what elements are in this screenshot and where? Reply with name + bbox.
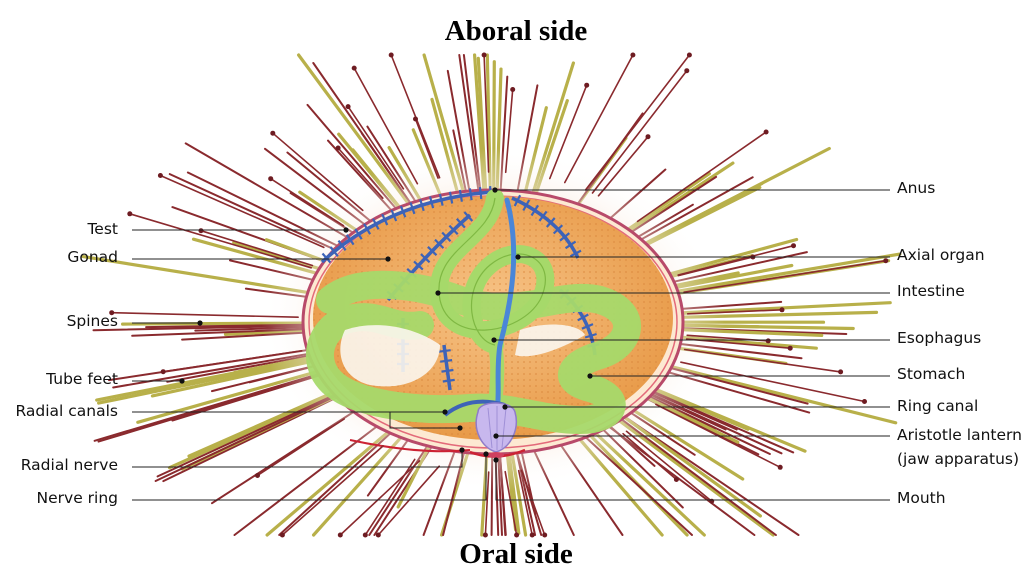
- label-test: Test: [87, 221, 118, 239]
- tube-foot: [130, 214, 311, 268]
- tube-foot-tip: [338, 533, 343, 538]
- dot-nerve-ring: [483, 451, 488, 456]
- tube-foot-tip: [483, 533, 488, 538]
- dot-radial-nerve: [459, 447, 464, 452]
- label-anus: Anus: [897, 180, 935, 198]
- tube-foot-tip: [684, 68, 689, 73]
- tube-foot-tip: [791, 243, 796, 248]
- label-radial-nerve: Radial nerve: [21, 457, 118, 475]
- tube-foot-tip: [883, 258, 888, 263]
- dot-anus: [492, 187, 497, 192]
- tube-foot-tip: [530, 533, 535, 538]
- label-ring-canal: Ring canal: [897, 398, 978, 416]
- dot-mouth: [493, 457, 498, 462]
- tube-foot: [586, 55, 690, 190]
- tube-foot-tip: [268, 176, 273, 181]
- tube-foot-tip: [413, 117, 418, 122]
- tube-foot-tip: [482, 53, 487, 58]
- tube-foot-tip: [764, 130, 769, 135]
- label-mouth: Mouth: [897, 490, 946, 508]
- tube-foot-tip: [514, 533, 519, 538]
- tube-foot-tip: [646, 134, 651, 139]
- tube-foot: [340, 461, 419, 535]
- tube-foot-tip: [280, 533, 285, 538]
- dot-ring-canal: [502, 404, 507, 409]
- label-stomach: Stomach: [897, 366, 965, 384]
- tube-foot-tip: [346, 104, 351, 109]
- label-nerve-ring: Nerve ring: [37, 490, 118, 508]
- label-intestine: Intestine: [897, 283, 965, 301]
- dot-axial-organ: [515, 254, 520, 259]
- tube-foot-tip: [336, 146, 341, 151]
- tube-foot-tip: [838, 369, 843, 374]
- label-spines: Spines: [67, 313, 118, 331]
- label-aristotle-lantern: Aristotle lantern: [897, 427, 1022, 445]
- label-gonad: Gonad: [67, 249, 118, 267]
- tube-foot-tip: [199, 228, 204, 233]
- mouth-opening: [488, 452, 504, 458]
- tube-foot-tip: [376, 533, 381, 538]
- tube-foot-tip: [674, 477, 679, 482]
- dot-stomach: [587, 373, 592, 378]
- dot-aristotle-lantern: [493, 433, 498, 438]
- dot-spines: [197, 320, 202, 325]
- tube-foot-tip: [352, 66, 357, 71]
- label-jaw-apparatus: (jaw apparatus): [897, 451, 1019, 469]
- canal-tick: [439, 350, 451, 352]
- label-radial-canals: Radial canals: [15, 403, 118, 421]
- tube-foot-tip: [510, 87, 515, 92]
- tube-foot-tip: [862, 399, 867, 404]
- tube-foot-tip: [778, 465, 783, 470]
- tube-foot-tip: [127, 211, 132, 216]
- label-axial-organ: Axial organ: [897, 247, 985, 265]
- tube-foot-tip: [766, 338, 771, 343]
- tube-foot-tip: [709, 499, 714, 504]
- tube-foot: [565, 55, 633, 183]
- dot-esophagus: [491, 337, 496, 342]
- label-tube-feet: Tube feet: [46, 371, 118, 389]
- tube-foot-tip: [780, 307, 785, 312]
- tube-foot-tip: [630, 53, 635, 58]
- tube-foot-tip: [788, 346, 793, 351]
- dot-gonad: [385, 256, 390, 261]
- tube-foot: [593, 71, 687, 193]
- label-esophagus: Esophagus: [897, 330, 981, 348]
- dot-intestine: [435, 290, 440, 295]
- dot-radial-canal-2: [457, 425, 462, 430]
- tube-foot-tip: [389, 53, 394, 58]
- dot-test: [343, 227, 348, 232]
- tube-foot-tip: [270, 131, 275, 136]
- tube-foot-tip: [584, 83, 589, 88]
- dot-tube-feet: [179, 378, 184, 383]
- tube-foot-tip: [542, 533, 547, 538]
- tube-foot-tip: [161, 369, 166, 374]
- canal-tick: [480, 187, 481, 199]
- tube-foot-tip: [363, 533, 368, 538]
- dot-radial-canal-1: [442, 409, 447, 414]
- tube-foot-tip: [158, 173, 163, 178]
- tube-foot-tip: [255, 473, 260, 478]
- tube-foot-tip: [687, 53, 692, 58]
